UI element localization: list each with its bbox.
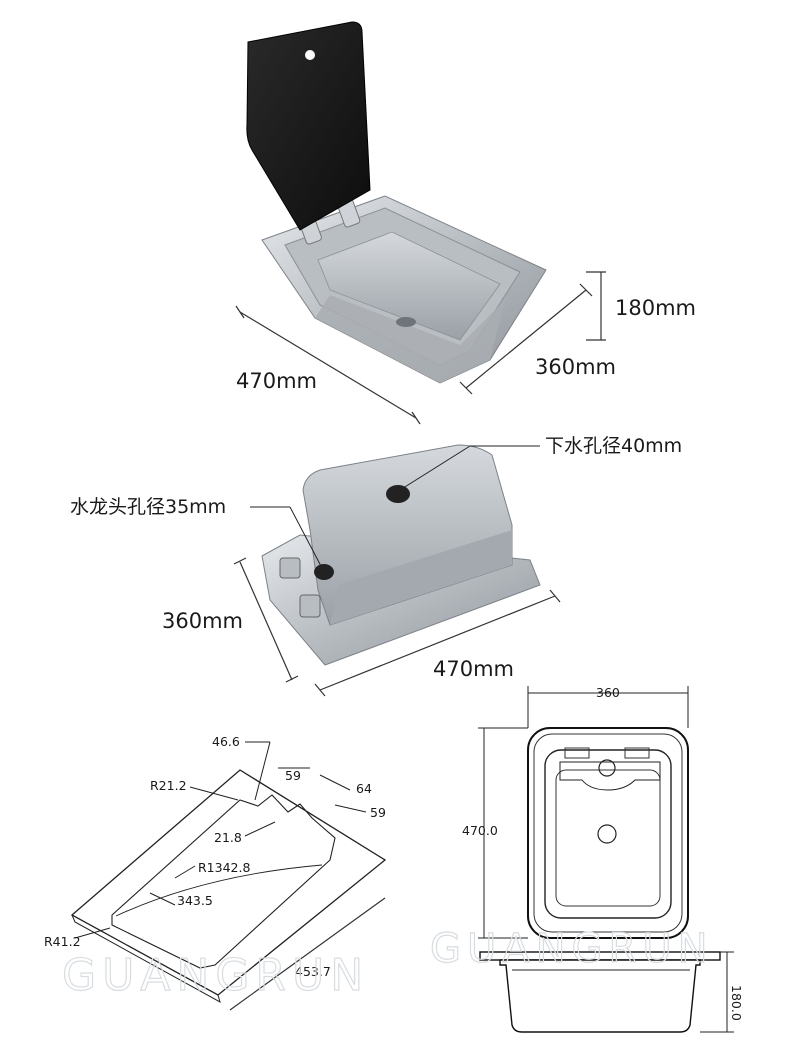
side-view-drawing <box>479 951 721 1033</box>
dim-r21-2: R21.2 <box>150 778 187 793</box>
drain-hole-label: 下水孔径40mm <box>545 435 682 457</box>
dim-59-top: 59 <box>285 768 301 783</box>
top-height-dimension <box>586 271 606 341</box>
top-height-label: 180mm <box>615 296 696 320</box>
watermark-left: GUANGRUN <box>62 950 369 1001</box>
side-height-label: 180.0 <box>729 985 744 1021</box>
drain-hole-leader <box>399 445 540 491</box>
plan-view-drawing <box>527 727 689 939</box>
bottom-length-label: 470mm <box>433 657 514 681</box>
dim-46-6: 46.6 <box>212 734 240 749</box>
dim-453-7: 453.7 <box>295 964 331 979</box>
watermark-right: GUANGRUN <box>430 926 714 972</box>
cutout-template-drawing <box>70 741 387 1011</box>
sink-underside-illustration <box>261 444 541 666</box>
plan-width-label: 360 <box>596 685 620 700</box>
side-height-dimension <box>700 951 734 1033</box>
bottom-width-label: 360mm <box>162 609 243 633</box>
top-length-label: 470mm <box>236 369 317 393</box>
plan-length-label: 470.0 <box>462 823 498 838</box>
top-length-dimension <box>235 305 421 425</box>
tap-hole-leader <box>250 506 323 569</box>
sink-with-lid-illustration <box>246 21 547 384</box>
bottom-width-dimension <box>233 557 299 683</box>
dim-r41-2: R41.2 <box>44 934 81 949</box>
bottom-length-dimension <box>314 589 561 697</box>
dim-59-side: 59 <box>370 805 386 820</box>
tap-hole-label: 水龙头孔径35mm <box>70 496 226 518</box>
plan-width-dimension <box>527 686 689 728</box>
top-width-dimension <box>459 283 593 395</box>
dim-64: 64 <box>356 781 372 796</box>
top-width-label: 360mm <box>535 355 616 379</box>
dim-r1342-8: R1342.8 <box>198 860 250 875</box>
dim-21-8: 21.8 <box>214 830 242 845</box>
dim-343-5: 343.5 <box>177 893 213 908</box>
plan-length-dimension <box>478 727 528 939</box>
